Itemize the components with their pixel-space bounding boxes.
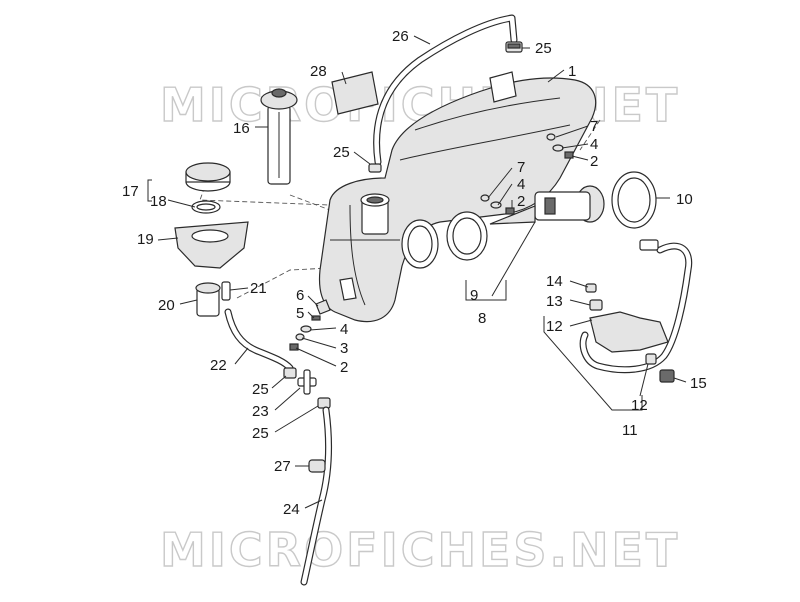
callout-9: 9	[470, 287, 478, 304]
callout-2-b: 2	[517, 193, 525, 210]
tank-mount-hardware-center	[480, 194, 515, 215]
callout-26: 26	[392, 28, 409, 45]
callout-25-b: 25	[333, 144, 350, 161]
hose-clip-lower-2	[317, 397, 331, 409]
callout-7-a: 7	[590, 118, 598, 135]
pump-gasket-ring	[401, 219, 439, 269]
callout-3: 3	[340, 340, 348, 357]
callout-13: 13	[546, 293, 563, 310]
callout-25-a: 25	[535, 40, 552, 57]
fuel-tank	[318, 71, 597, 323]
leader-lines	[157, 35, 687, 509]
hose-clip-lower-1	[283, 367, 297, 379]
fuel-level-sender	[260, 88, 298, 185]
callout-5: 5	[296, 305, 304, 322]
callout-2-c: 2	[340, 359, 348, 376]
hose-clip-tank	[368, 163, 382, 173]
hose-clamp	[308, 459, 326, 473]
callout-4-c: 4	[340, 321, 348, 338]
callout-25-d: 25	[252, 425, 269, 442]
callout-7-b: 7	[517, 159, 525, 176]
fuel-delivery-hose-assembly	[579, 239, 693, 383]
tank-mount-hardware-left	[289, 299, 331, 351]
callout-2-a: 2	[590, 153, 598, 170]
pump-lock-ring	[446, 211, 488, 261]
callout-20: 20	[158, 297, 175, 314]
callout-14: 14	[546, 273, 563, 290]
callout-10: 10	[676, 191, 693, 208]
callout-28: 28	[310, 63, 327, 80]
callout-21: 21	[250, 280, 267, 297]
callout-12-a: 12	[546, 318, 563, 335]
callout-23: 23	[252, 403, 269, 420]
pump-cover-ring	[611, 171, 657, 229]
hose-clip-top	[505, 41, 523, 53]
callout-24: 24	[283, 501, 300, 518]
tee-connector	[297, 369, 317, 395]
callout-8: 8	[478, 310, 486, 327]
callout-15: 15	[690, 375, 707, 392]
callout-19: 19	[137, 231, 154, 248]
callout-12-b: 12	[631, 397, 648, 414]
filler-housing	[174, 221, 249, 269]
bracket-group-8	[465, 221, 536, 301]
filler-seal	[191, 200, 221, 214]
callout-6: 6	[296, 287, 304, 304]
watermark-bottom: MICROFICHES.NET	[160, 523, 680, 577]
filler-cap	[185, 162, 231, 192]
warning-label	[331, 71, 379, 115]
bracket-group-17	[147, 179, 152, 202]
callout-18: 18	[150, 193, 167, 210]
callout-4-a: 4	[590, 136, 598, 153]
drain-hose	[224, 308, 294, 372]
bracket-group-11	[543, 316, 643, 411]
callout-labels: 1 2 2 2 3 4 4 4 5 6 7 7 8 9 10 11 12 12 …	[122, 28, 707, 518]
callout-27: 27	[274, 458, 291, 475]
callout-1: 1	[568, 63, 576, 80]
tank-mount-hardware-right	[546, 133, 574, 159]
callout-25-c: 25	[252, 381, 269, 398]
vent-hose	[373, 14, 518, 166]
callout-4-b: 4	[517, 176, 525, 193]
callout-17: 17	[122, 183, 139, 200]
callout-22: 22	[210, 357, 227, 374]
drain-fitting	[221, 281, 231, 301]
filler-neck	[195, 282, 221, 317]
callout-16: 16	[233, 120, 250, 137]
callout-11: 11	[622, 422, 638, 439]
fuel-pump	[489, 185, 605, 225]
